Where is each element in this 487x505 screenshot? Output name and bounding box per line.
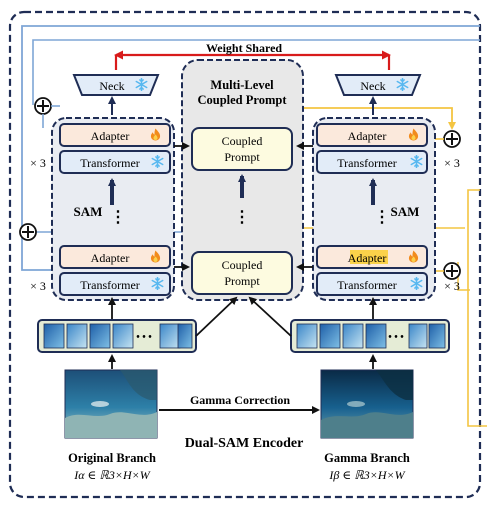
gamma-correction-label: Gamma Correction [190, 393, 290, 407]
right-adapter-top [316, 123, 428, 147]
right-repeat-top: × 3 [444, 156, 460, 170]
coupled-prompt-top-line1: Coupled [222, 134, 263, 148]
yellow-line-top [297, 107, 456, 130]
plus-circle-icon [443, 130, 461, 148]
right-adapter-top-label: Adapter [348, 129, 387, 143]
token-patch [43, 323, 65, 349]
left-repeat-bottom: × 3 [30, 279, 46, 293]
left-transformer-top [59, 150, 171, 174]
weight-shared-label: Weight Shared [206, 41, 282, 55]
plus-circle-icon [443, 262, 461, 280]
center-title-line2: Coupled Prompt [197, 93, 287, 107]
right-neck [334, 74, 422, 96]
gamma-branch-label: Gamma Branch [324, 451, 410, 465]
gamma-branch-formula: Iβ ∈ ℝ3×H×W [328, 468, 405, 482]
yellow-line-right [467, 189, 487, 427]
left-transformer-bottom-label: Transformer [80, 278, 140, 292]
left-adapter-top-label: Adapter [91, 129, 130, 143]
left-adapter-bottom [59, 245, 171, 269]
token-patch [112, 323, 134, 349]
encoder-title: Dual-SAM Encoder [185, 436, 304, 451]
left-adapter-top [59, 123, 171, 147]
plus-circle-icon [34, 97, 52, 115]
token-patch [159, 323, 181, 349]
coupled-prompt-top-line2: Prompt [224, 150, 260, 164]
left-adapter-bottom-label: Adapter [91, 251, 130, 265]
right-repeat-bottom: × 3 [444, 279, 460, 293]
original-branch-label: Original Branch [68, 451, 156, 465]
left-to-prompt-arrow [195, 296, 238, 337]
right-vdots: ⋮ [374, 209, 390, 226]
left-ellipsis: • • • [136, 332, 152, 343]
right-transformer-top-label: Transformer [337, 156, 397, 170]
left-repeat-top: × 3 [30, 156, 46, 170]
plus-circle-icon [19, 223, 37, 241]
right-transformer-top [316, 150, 428, 174]
encoder-frame [8, 10, 482, 499]
right-ellipsis: • • • [388, 332, 404, 343]
center-vdots: ⋮ [234, 209, 250, 226]
left-neck [72, 74, 160, 96]
right-to-prompt-arrow [248, 296, 292, 337]
right-transformer-bottom-label: Transformer [337, 278, 397, 292]
adapter-highlight [350, 250, 388, 264]
token-patch [66, 323, 88, 349]
token-patch [319, 323, 341, 349]
right-sam-label: SAM [391, 204, 420, 219]
left-neck-label: Neck [99, 79, 124, 93]
coupled-prompt-bottom-line1: Coupled [222, 258, 263, 272]
left-transformer-bottom [59, 272, 171, 296]
left-vdots: ⋮ [110, 209, 126, 226]
token-patch [408, 323, 428, 349]
coupled-prompt-bottom [191, 251, 293, 295]
gamma-branch-image [320, 369, 414, 439]
token-patch [365, 323, 387, 349]
left-transformer-top-label: Transformer [80, 156, 140, 170]
right-transformer-bottom [316, 272, 428, 296]
blue-skip-line-2 [32, 39, 480, 105]
blue-skip-line-1 [21, 25, 480, 274]
token-patch [342, 323, 364, 349]
coupled-prompt-top [191, 127, 293, 171]
original-branch-image [64, 369, 158, 439]
original-branch-formula: Iα ∈ ℝ3×H×W [73, 468, 151, 482]
token-patch [89, 323, 111, 349]
right-neck-label: Neck [360, 79, 385, 93]
token-patch [177, 323, 193, 349]
token-patch [296, 323, 318, 349]
token-patch [428, 323, 446, 349]
coupled-prompt-bottom-line2: Prompt [224, 274, 260, 288]
right-adapter-bottom-label: Adapter [348, 251, 387, 265]
center-title-line1: Multi-Level [210, 78, 274, 92]
left-sam-label: SAM [74, 204, 103, 219]
